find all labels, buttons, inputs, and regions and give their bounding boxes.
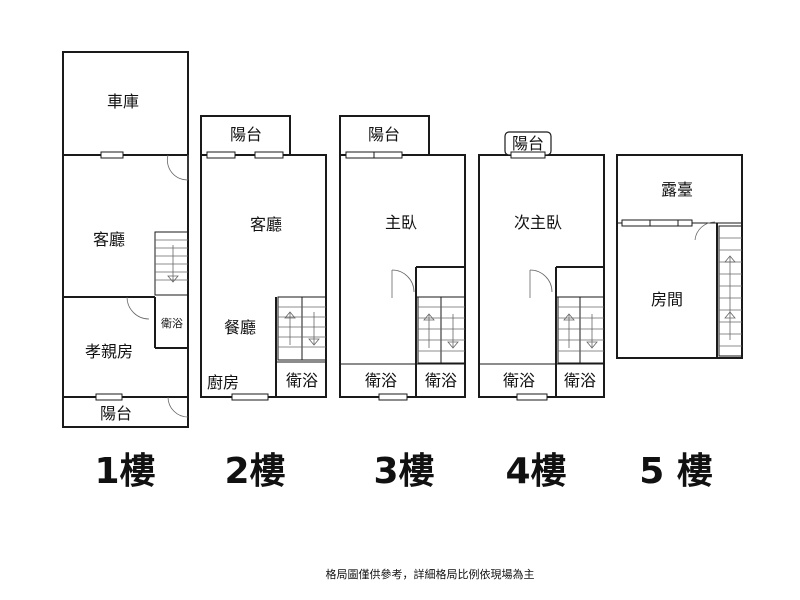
floor-4-second-master-label: 次主臥 [514, 213, 562, 232]
floor-3-stairs [417, 296, 466, 364]
floor-4-bath-b-label: 衛浴 [564, 371, 596, 390]
floor-3-balcony-label: 陽台 [368, 125, 400, 144]
floor-4-bath-a-label: 衛浴 [503, 371, 535, 390]
floor-1-stairs [154, 231, 189, 296]
floor-2-bath-label: 衛浴 [286, 371, 318, 390]
floor-3-master-bedroom-label: 主臥 [385, 213, 417, 232]
floor-5-room-label: 房間 [651, 290, 683, 309]
floor-1-bath-label: 衛浴 [161, 317, 183, 330]
floor-1-garage-label: 車庫 [107, 92, 139, 111]
floor-2-living-label: 客廳 [250, 215, 282, 234]
floor-3-plan: 陽台 主臥 衛浴 衛浴 [339, 115, 466, 401]
floor-2-dining-label: 餐廳 [224, 318, 256, 337]
floor-2-kitchen-label: 廚房 [207, 373, 239, 392]
floor-2-title: 2樓 [224, 451, 285, 492]
footnote: 格局圖僅供參考，詳細格局比例依現場為主 [326, 567, 535, 581]
floor-2-balcony-label: 陽台 [230, 125, 262, 144]
floor-3-title: 3樓 [373, 451, 434, 492]
floor-1-elder-room-label: 孝親房 [85, 342, 133, 361]
floor-2-plan: 陽台 客廳 餐廳 廚房 衛浴 [200, 115, 327, 401]
floor-1-plan: 車庫 客廳 衛浴 孝親房 陽台 [62, 51, 189, 428]
floor-2-stairs [277, 296, 327, 361]
floor-5-plan: 露臺 房間 [616, 154, 743, 359]
floor-5-terrace-label: 露臺 [661, 180, 693, 199]
floor-1-title: 1樓 [94, 451, 155, 492]
floor-1-living-label: 客廳 [93, 230, 125, 249]
floor-4-balcony-label: 陽台 [512, 134, 544, 153]
floor-3-bath-b-label: 衛浴 [425, 371, 457, 390]
floor-3-bath-a-label: 衛浴 [365, 371, 397, 390]
floor-1-balcony-label: 陽台 [100, 404, 132, 423]
floor-4-stairs [557, 296, 605, 364]
floor-4-plan: 陽台 次主臥 衛浴 衛浴 [478, 131, 605, 401]
floor-5-stairs [718, 225, 743, 357]
floor-4-title: 4樓 [505, 451, 566, 492]
floor-5-title: 5 樓 [639, 451, 713, 492]
